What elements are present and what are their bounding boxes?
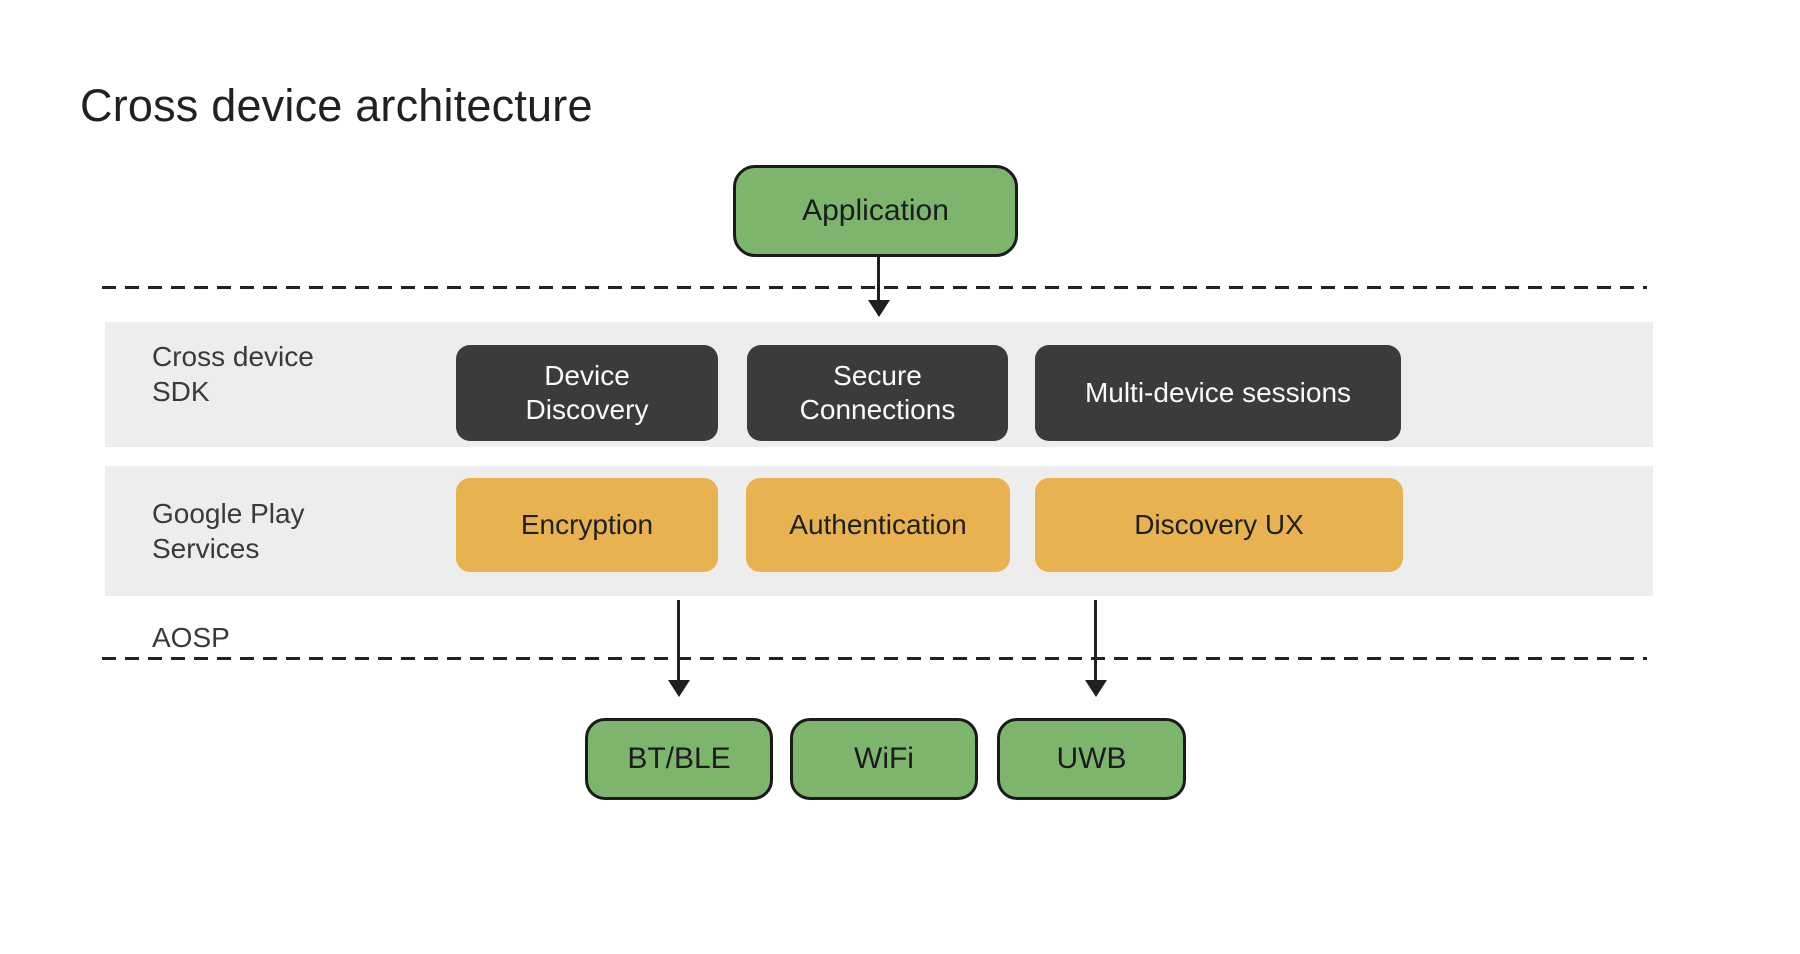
multi-device-sessions-box: Multi-device sessions <box>1035 345 1401 441</box>
layer-divider-top <box>102 286 1647 289</box>
multi-device-sessions-label: Multi-device sessions <box>1084 377 1352 408</box>
discovery-ux-label: Discovery UX <box>1134 509 1304 540</box>
device-discovery-label-line1: Device <box>544 360 630 391</box>
uwb-box: UWB <box>997 718 1186 800</box>
authentication-box: Authentication <box>746 478 1010 572</box>
btble-box: BT/BLE <box>585 718 773 800</box>
wifi-box: WiFi <box>790 718 978 800</box>
application-box: Application <box>733 165 1018 257</box>
secure-connections-label-line1: Secure <box>833 360 922 391</box>
discovery-ux-box: Discovery UX <box>1035 478 1403 572</box>
device-discovery-box: Device Discovery <box>456 345 718 441</box>
gps-label-line2: Services <box>152 533 260 564</box>
btble-label: BT/BLE <box>627 742 731 775</box>
aosp-label: AOSP <box>152 622 230 653</box>
sdk-label-line1: Cross device <box>152 341 314 372</box>
encryption-box: Encryption <box>456 478 718 572</box>
authentication-label: Authentication <box>789 509 967 540</box>
encryption-label: Encryption <box>520 509 654 540</box>
layer-divider-bottom <box>102 657 1647 660</box>
gps-label-line1: Google Play <box>152 498 305 529</box>
google-play-services-label: Google Play Services <box>152 496 305 566</box>
sdk-label: Cross device SDK <box>152 339 314 409</box>
sdk-label-line2: SDK <box>152 376 210 407</box>
secure-connections-label-line2: Connections <box>799 394 956 425</box>
discovery-to-uwb-arrow-line <box>1094 600 1097 683</box>
discovery-to-uwb-arrow-head <box>1085 680 1107 697</box>
secure-connections-box: Secure Connections <box>747 345 1008 441</box>
encryption-to-btble-arrow-line <box>677 600 680 683</box>
device-discovery-label-line2: Discovery <box>525 394 649 425</box>
encryption-to-btble-arrow-head <box>668 680 690 697</box>
wifi-label: WiFi <box>854 742 914 775</box>
diagram-title: Cross device architecture <box>80 80 593 131</box>
application-arrow-line <box>877 257 880 304</box>
application-arrow-head <box>868 300 890 317</box>
application-label: Application <box>802 194 949 227</box>
uwb-label: UWB <box>1056 742 1127 775</box>
